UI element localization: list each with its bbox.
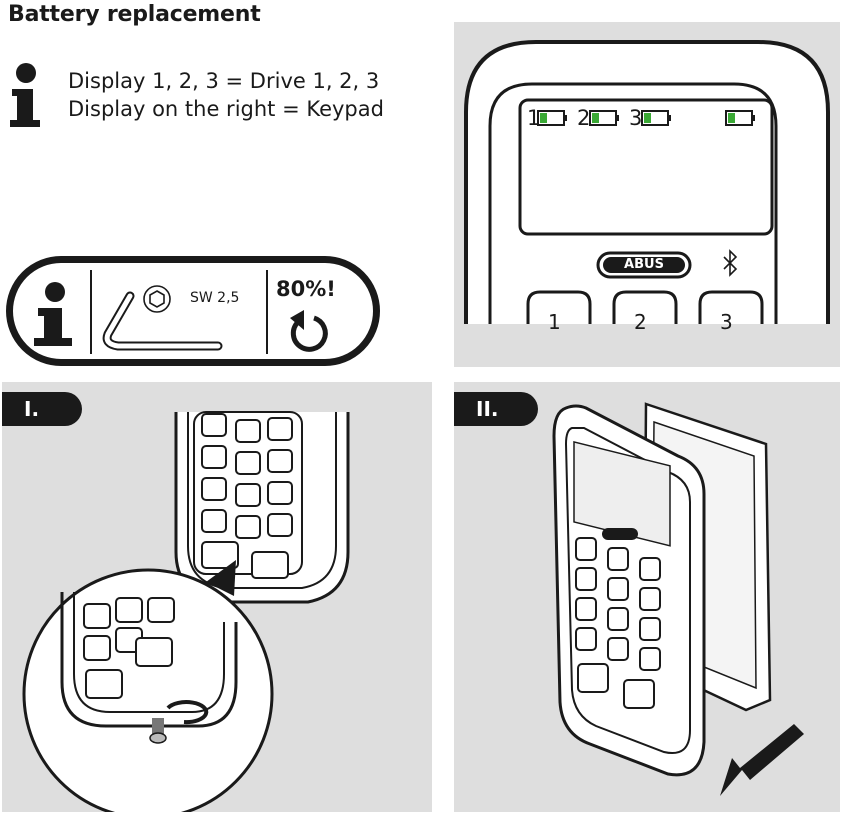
hex-socket-icon <box>143 285 171 313</box>
divider <box>90 270 92 354</box>
info-icon <box>10 63 40 127</box>
step-2-panel: II. <box>454 382 840 812</box>
key-2: 2 <box>634 310 647 334</box>
info-line-drives: Display 1, 2, 3 = Drive 1, 2, 3 <box>68 69 380 93</box>
allen-key-icon <box>102 291 223 351</box>
charge-hint: 80%! <box>276 277 336 301</box>
key-1: 1 <box>548 310 561 334</box>
abus-logo: ABUS <box>624 257 664 272</box>
tool-size-label: SW 2,5 <box>190 290 240 306</box>
step-2-illustration <box>552 402 804 796</box>
info-icon <box>34 282 72 346</box>
divider <box>266 270 268 354</box>
display-slot-1: 1 <box>527 106 541 130</box>
step-1-label: I. <box>2 392 82 426</box>
rotate-arrow-icon <box>290 310 328 352</box>
info-text: Display 1, 2, 3 = Drive 1, 2, 3 Display … <box>68 67 384 123</box>
keypad-outline <box>464 40 830 324</box>
step-2-label: II. <box>454 392 538 426</box>
keypad-display-panel: 1 2 3 ABUS 1 2 3 <box>454 22 840 367</box>
display-slot-2: 2 <box>577 106 591 130</box>
key-3: 3 <box>720 310 733 334</box>
step-1-panel: I. <box>2 382 432 812</box>
step-1-illustration <box>22 411 350 812</box>
page-title: Battery replacement <box>8 2 261 27</box>
info-line-keypad: Display on the right = Keypad <box>68 97 384 121</box>
display-slot-3: 3 <box>629 106 643 130</box>
